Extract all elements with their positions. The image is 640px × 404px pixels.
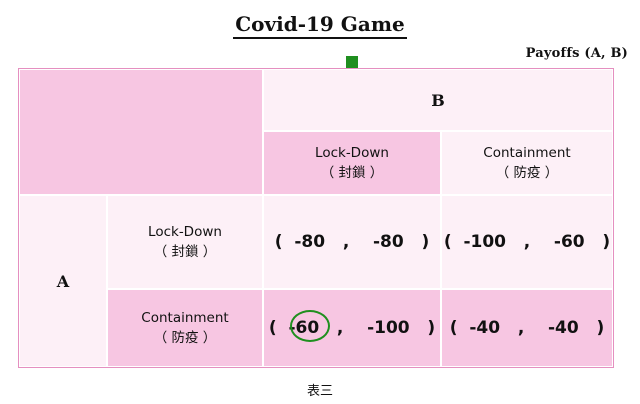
payoff-cell-ct-ct: ( -40 , -40 ) xyxy=(441,289,613,367)
player-a-label: A xyxy=(56,271,70,291)
row-header-containment-sub: （ 防疫 ） xyxy=(153,330,217,346)
player-b-header: B xyxy=(263,69,613,131)
col-header-lockdown: Lock-Down （ 封鎖 ） xyxy=(263,131,441,195)
row-header-lockdown: Lock-Down （ 封鎖 ） xyxy=(107,195,263,289)
player-a-header: A xyxy=(19,195,107,367)
col-header-containment-sub: （ 防疫 ） xyxy=(495,165,559,181)
col-header-lockdown-label: Lock-Down xyxy=(315,145,389,161)
player-b-label: B xyxy=(431,90,445,110)
row-header-containment-label: Containment xyxy=(141,310,229,326)
col-header-lockdown-sub: （ 封鎖 ） xyxy=(320,165,384,181)
highlight-circle xyxy=(290,310,330,342)
payoff-cell-ld-ld: ( -80 , -80 ) xyxy=(263,195,441,289)
page-title: Covid-19 Game xyxy=(0,12,640,39)
title-text: Covid-19 Game xyxy=(233,12,407,39)
corner-cell xyxy=(19,69,263,195)
col-header-containment-label: Containment xyxy=(483,145,571,161)
row-header-containment: Containment （ 防疫 ） xyxy=(107,289,263,367)
payoff-ct-ct: ( -40 , -40 ) xyxy=(449,318,605,338)
payoff-cell-ld-ct: ( -100 , -60 ) xyxy=(441,195,613,289)
payoff-ld-ct: ( -100 , -60 ) xyxy=(443,232,611,252)
payoffs-label: Payoffs (A, B) xyxy=(525,46,628,61)
row-header-lockdown-label: Lock-Down xyxy=(148,224,222,240)
figure-caption: 表三 xyxy=(306,384,333,399)
row-header-lockdown-sub: （ 封鎖 ） xyxy=(153,244,217,260)
payoff-ld-ld: ( -80 , -80 ) xyxy=(274,232,430,252)
col-header-containment: Containment （ 防疫 ） xyxy=(441,131,613,195)
